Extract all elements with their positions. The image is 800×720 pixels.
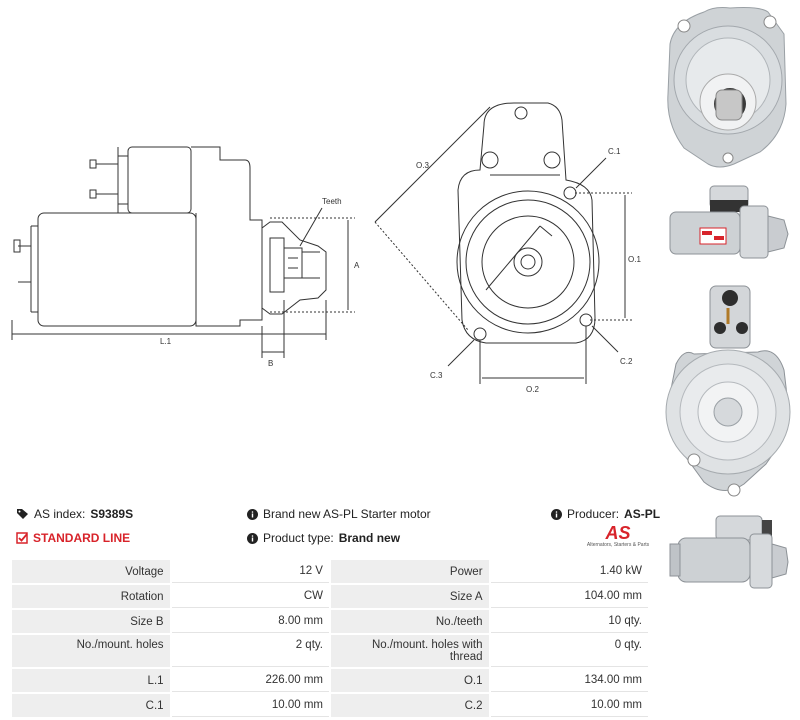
label-a: A (354, 261, 360, 270)
tag-icon (17, 509, 28, 519)
standard-line-label: STANDARD LINE (33, 531, 131, 545)
table-row: C.1 10.00 mm C.2 10.00 mm (12, 694, 648, 717)
product-type-row: Product type: Brand new (247, 531, 400, 545)
spec-label: No./mount. holes with thread (330, 635, 489, 667)
photo-front-view (667, 7, 787, 168)
label-c2: C.2 (620, 357, 633, 366)
table-row: L.1 226.00 mm O.1 134.00 mm (12, 669, 648, 692)
description-row: Brand new AS-PL Starter motor (247, 507, 431, 521)
as-pl-logo: AS Alternators, Starters & Parts (585, 524, 651, 548)
product-description: Brand new AS-PL Starter motor (263, 507, 431, 521)
standard-line-row: STANDARD LINE (16, 531, 130, 545)
spec-value: 226.00 mm (171, 669, 329, 692)
table-row: No./mount. holes 2 qty. No./mount. holes… (12, 635, 648, 667)
label-l1: L.1 (160, 337, 172, 346)
photo-rear-view (665, 285, 791, 497)
as-index-row: AS index: S9389S (16, 507, 133, 521)
technical-drawing: Teeth A B L.1 O.3 C.1 O.1 C.2 C.3 O.2 (11, 102, 641, 394)
spec-value: 10 qty. (490, 610, 648, 633)
label-o2: O.2 (526, 385, 539, 394)
spec-label: Voltage (12, 560, 170, 583)
table-row: Rotation CW Size A 104.00 mm (12, 585, 648, 608)
product-type-value: Brand new (338, 531, 401, 545)
spec-label: L.1 (12, 669, 170, 692)
producer-label: Producer: (567, 507, 620, 521)
spec-value: 8.00 mm (171, 610, 329, 633)
spec-value: 0 qty. (490, 635, 648, 667)
spec-value: 104.00 mm (490, 585, 648, 608)
photo-side-view (669, 185, 789, 259)
spec-label: Rotation (12, 585, 170, 608)
spec-label: C.1 (12, 694, 170, 717)
side-view-starter (13, 146, 327, 327)
spec-value: CW (171, 585, 329, 608)
as-index-label: AS index: (34, 507, 86, 521)
logo-mark: AS (605, 523, 631, 543)
label-teeth: Teeth (322, 197, 342, 206)
label-o1: O.1 (628, 255, 641, 264)
label-c3: C.3 (430, 371, 443, 380)
spec-label: Size B (12, 610, 170, 633)
spec-label: Power (330, 560, 489, 583)
photo-angle-view (669, 515, 789, 589)
spec-label: No./mount. holes (12, 635, 170, 667)
check-square-icon (16, 532, 28, 544)
spec-value: 134.00 mm (490, 669, 648, 692)
product-type-label: Product type: (263, 531, 334, 545)
spec-value: 2 qty. (171, 635, 329, 667)
producer-value: AS-PL (624, 507, 661, 521)
spec-label: O.1 (330, 669, 489, 692)
spec-label: C.2 (330, 694, 489, 717)
spec-table: Voltage 12 V Power 1.40 kW Rotation CW S… (10, 558, 650, 719)
producer-row: Producer: AS-PL (551, 507, 660, 521)
spec-label: No./teeth (330, 610, 489, 633)
info-icon (247, 508, 258, 520)
logo-subtitle: Alternators, Starters & Parts (586, 542, 650, 548)
front-view-flange (456, 102, 600, 344)
spec-value: 10.00 mm (490, 694, 648, 717)
label-o3: O.3 (416, 161, 429, 170)
table-row: Size B 8.00 mm No./teeth 10 qty. (12, 610, 648, 633)
as-index-value: S9389S (90, 507, 134, 521)
label-b: B (268, 359, 273, 368)
spec-value: 10.00 mm (171, 694, 329, 717)
spec-label: Size A (330, 585, 489, 608)
label-c1: C.1 (608, 147, 621, 156)
info-icon (551, 508, 562, 520)
table-row: Voltage 12 V Power 1.40 kW (12, 560, 648, 583)
spec-value: 1.40 kW (490, 560, 648, 583)
spec-value: 12 V (171, 560, 329, 583)
info-icon (247, 532, 258, 544)
